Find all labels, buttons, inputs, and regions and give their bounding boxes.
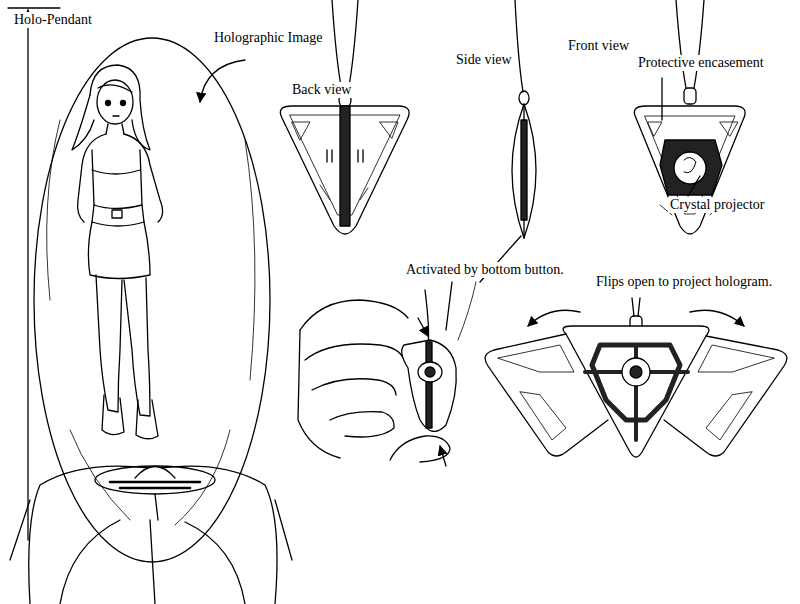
front-view-pendant: [684, 88, 696, 104]
hand-pressing-button: [426, 342, 432, 428]
callout-label: Activated by bottom button.: [404, 262, 566, 278]
callout-label: Holographic Image: [212, 30, 324, 46]
view-label: Back view: [290, 82, 353, 98]
height-dimension: [8, 7, 60, 8]
front-view-pendant: [674, 152, 706, 184]
view-label: Side view: [454, 52, 514, 68]
hologram-figure: [121, 101, 126, 106]
opened-pendant: [528, 310, 580, 326]
pendant-on-lap: [155, 494, 158, 520]
back-view-pendant: [332, 0, 358, 92]
side-view-pendant: [519, 91, 529, 105]
hologram-figure: [124, 278, 150, 416]
hologram-figure: [92, 205, 144, 226]
hand-pressing-button: [425, 290, 429, 345]
hand-pressing-button: [330, 412, 394, 437]
opened-pendant: [485, 334, 608, 456]
side-view-pendant: [512, 0, 536, 238]
hologram-figure: [113, 115, 119, 116]
opened-pendant: [698, 345, 774, 440]
front-view-pendant: [676, 0, 704, 88]
seated-legs: [60, 520, 245, 604]
hand-pressing-button: [298, 330, 340, 458]
hologram-figure: [78, 134, 163, 222]
side-view-pendant: [515, 0, 523, 92]
hand-pressing-button: [298, 290, 456, 466]
back-view-pendant: [340, 106, 350, 226]
hologram-field: [47, 120, 255, 525]
seated-legs: [150, 520, 155, 604]
height-dimension: [27, 10, 28, 540]
side-view-pendant: [521, 120, 527, 220]
view-label: Front view: [566, 38, 631, 54]
opened-pendant: [664, 336, 787, 456]
hologram-figure: [136, 400, 158, 439]
opened-pendant: [585, 345, 688, 440]
hand-pressing-button: [402, 340, 457, 431]
hand-pressing-button: [312, 379, 396, 395]
opened-pendant: [632, 298, 640, 316]
dimension-label: Holo-Pendant: [12, 12, 94, 28]
pendant-on-lap: [95, 466, 215, 494]
hologram-field: [200, 60, 245, 102]
hologram-figure: [92, 170, 140, 174]
hologram-figure: [106, 124, 124, 134]
hologram-field: [34, 38, 270, 562]
hologram-figure: [72, 95, 94, 150]
leader-lines: [446, 282, 452, 330]
opened-pendant: [622, 358, 650, 386]
front-view-pendant: [661, 78, 662, 120]
back-view-pendant: [292, 122, 398, 200]
hologram-field: [34, 38, 270, 562]
hand-pressing-button: [300, 300, 408, 330]
back-view-pendant: [327, 150, 363, 162]
leader-lines: [458, 282, 476, 340]
hologram-figure: [72, 65, 163, 439]
hand-pressing-button: [440, 446, 446, 466]
hologram-figure: [112, 210, 122, 218]
front-view-pendant: [684, 157, 696, 172]
hand-pressing-button: [425, 367, 435, 377]
side-view-pendant: [512, 104, 536, 238]
hand-pressing-button: [305, 344, 404, 360]
hologram-figure: [92, 150, 142, 209]
leader-lines: [446, 236, 521, 340]
hand-pressing-button: [418, 362, 442, 382]
hologram-figure: [97, 80, 133, 124]
hologram-figure: [98, 85, 132, 92]
front-view-pendant: [688, 176, 700, 196]
front-view-pendant: [660, 140, 722, 195]
seated-legs: [10, 466, 292, 604]
back-view-pendant: [280, 106, 409, 234]
pendant-on-lap: [95, 466, 215, 520]
callout-label: Crystal projector: [668, 197, 766, 213]
front-view-pendant: [634, 106, 745, 234]
hand-pressing-button: [418, 318, 428, 336]
opened-pendant: [690, 310, 744, 326]
opened-pendant: [630, 366, 642, 378]
callout-label: Protective encasement: [636, 55, 766, 71]
hologram-figure: [102, 395, 124, 435]
pendant-on-lap: [135, 467, 175, 479]
opened-pendant: [498, 345, 574, 440]
hologram-figure: [106, 101, 111, 106]
opened-pendant: [485, 298, 787, 457]
hologram-figure: [88, 222, 150, 279]
callout-label: Flips open to project hologram.: [594, 274, 774, 290]
hologram-figure: [96, 275, 122, 412]
pendant-on-lap: [110, 482, 200, 488]
